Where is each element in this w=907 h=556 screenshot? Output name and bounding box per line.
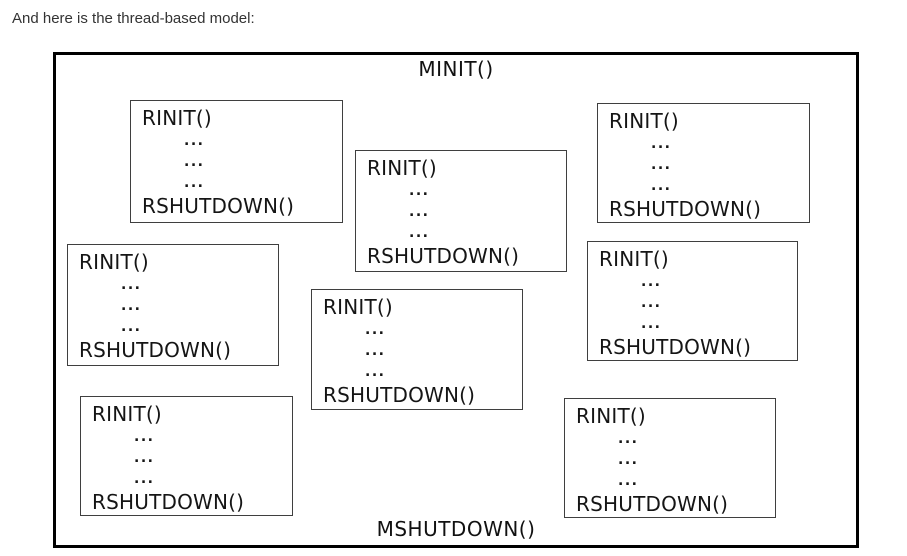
thread-box: RINIT() ... ... ... RSHUTDOWN() bbox=[80, 396, 293, 516]
ellipsis-line: ... bbox=[184, 175, 205, 191]
rinit-label: RINIT() bbox=[576, 404, 646, 428]
ellipsis-line: ... bbox=[651, 157, 672, 173]
thread-box: RINIT() ... ... ... RSHUTDOWN() bbox=[597, 103, 810, 223]
ellipsis-line: ... bbox=[409, 204, 430, 220]
thread-box: RINIT() ... ... ... RSHUTDOWN() bbox=[311, 289, 523, 410]
rshutdown-label: RSHUTDOWN() bbox=[79, 338, 232, 362]
rinit-label: RINIT() bbox=[609, 109, 679, 133]
rinit-label: RINIT() bbox=[92, 402, 162, 426]
thread-box: RINIT() ... ... ... RSHUTDOWN() bbox=[130, 100, 343, 223]
rshutdown-label: RSHUTDOWN() bbox=[367, 244, 520, 268]
rshutdown-label: RSHUTDOWN() bbox=[576, 492, 729, 516]
minit-label: MINIT() bbox=[418, 57, 494, 81]
thread-box: RINIT() ... ... ... RSHUTDOWN() bbox=[587, 241, 798, 361]
ellipsis-line: ... bbox=[618, 431, 639, 447]
thread-box: RINIT() ... ... ... RSHUTDOWN() bbox=[564, 398, 776, 518]
ellipsis-line: ... bbox=[651, 178, 672, 194]
ellipsis-line: ... bbox=[134, 429, 155, 445]
ellipsis-line: ... bbox=[365, 343, 386, 359]
rshutdown-label: RSHUTDOWN() bbox=[609, 197, 762, 221]
ellipsis-line: ... bbox=[184, 154, 205, 170]
ellipsis-line: ... bbox=[409, 225, 430, 241]
thread-box: RINIT() ... ... ... RSHUTDOWN() bbox=[67, 244, 279, 366]
rshutdown-label: RSHUTDOWN() bbox=[92, 490, 245, 514]
ellipsis-line: ... bbox=[409, 183, 430, 199]
rshutdown-label: RSHUTDOWN() bbox=[323, 383, 476, 407]
rinit-label: RINIT() bbox=[79, 250, 149, 274]
ellipsis-line: ... bbox=[618, 452, 639, 468]
ellipsis-line: ... bbox=[121, 298, 142, 314]
ellipsis-line: ... bbox=[121, 319, 142, 335]
thread-box: RINIT() ... ... ... RSHUTDOWN() bbox=[355, 150, 567, 272]
caption-text: And here is the thread-based model: bbox=[12, 10, 255, 27]
ellipsis-line: ... bbox=[365, 364, 386, 380]
ellipsis-line: ... bbox=[641, 295, 662, 311]
ellipsis-line: ... bbox=[365, 322, 386, 338]
rinit-label: RINIT() bbox=[599, 247, 669, 271]
ellipsis-line: ... bbox=[618, 473, 639, 489]
rinit-label: RINIT() bbox=[367, 156, 437, 180]
ellipsis-line: ... bbox=[651, 136, 672, 152]
rinit-label: RINIT() bbox=[323, 295, 393, 319]
ellipsis-line: ... bbox=[641, 316, 662, 332]
ellipsis-line: ... bbox=[134, 450, 155, 466]
rshutdown-label: RSHUTDOWN() bbox=[599, 335, 752, 359]
ellipsis-line: ... bbox=[184, 133, 205, 149]
rinit-label: RINIT() bbox=[142, 106, 212, 130]
ellipsis-line: ... bbox=[134, 471, 155, 487]
ellipsis-line: ... bbox=[641, 274, 662, 290]
mshutdown-label: MSHUTDOWN() bbox=[376, 517, 536, 541]
ellipsis-line: ... bbox=[121, 277, 142, 293]
rshutdown-label: RSHUTDOWN() bbox=[142, 194, 295, 218]
